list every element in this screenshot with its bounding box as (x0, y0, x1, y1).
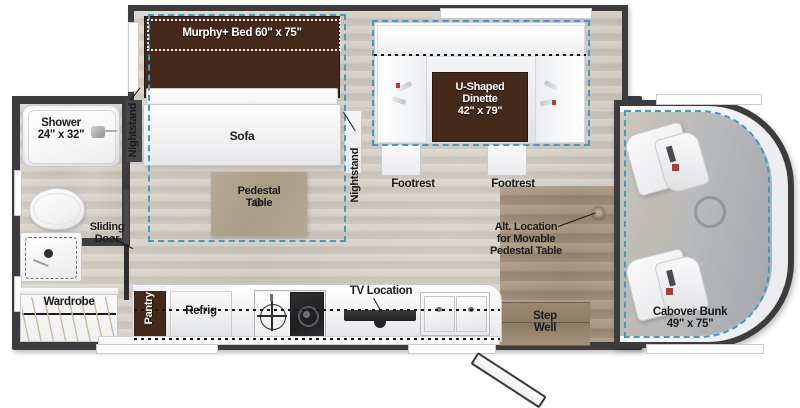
bathroom-exterior-door[interactable] (14, 170, 22, 216)
shower-label: Shower 24" x 32" (37, 117, 85, 142)
dinette-seat-right (535, 55, 585, 143)
cooktop-control-icon (270, 294, 273, 301)
dinette-table (432, 72, 528, 142)
refrigerator (170, 286, 232, 342)
sliding-door-panel[interactable] (124, 244, 129, 300)
step-well-floor (500, 302, 590, 346)
sink-basin-right (456, 296, 487, 332)
window-upper-right (440, 8, 592, 19)
sink-faucet-right-icon (468, 307, 474, 312)
tv-bracket (344, 310, 416, 321)
window-cab-top (656, 94, 762, 105)
burner-grate-icon (260, 304, 286, 330)
tv-location-label: TV Location (349, 285, 413, 297)
sink-faucet-icon (436, 307, 442, 312)
toilet-seat-line (33, 193, 81, 225)
murphy-bed (144, 16, 340, 98)
pantry-label: Pantry (143, 292, 155, 325)
window-upper-left (128, 22, 139, 92)
oven-dial-center-icon (303, 311, 310, 318)
shower-inner-basin (28, 110, 116, 164)
window-lower-left (96, 344, 218, 354)
steering-wheel-icon (694, 196, 726, 228)
footrest-left-label: Footrest (391, 178, 435, 190)
refrigerator-top-trim (170, 286, 232, 292)
wardrobe-label: Wardrobe (43, 296, 95, 308)
pedestal-table-mount-icon (253, 198, 262, 207)
cab-seat-front-buckle-icon (672, 164, 679, 171)
cab-seat-rear-buckle-icon (666, 288, 673, 295)
shower-faucet-icon (91, 126, 105, 138)
pantry-top-trim (134, 286, 166, 291)
tv-bracket-mount-icon (374, 319, 386, 328)
footrest-right (487, 144, 527, 176)
pedestal-table-label: Pedestal Table (237, 185, 281, 209)
footrest-right-label: Footrest (491, 178, 535, 190)
nightstand-left-label: Nightstand (127, 103, 139, 158)
sliding-door-track[interactable] (124, 190, 129, 280)
step-well-label: Step Well (533, 310, 557, 335)
nightstand-left (126, 100, 142, 162)
sliding-door-label: Sliding Door (89, 221, 125, 245)
dinette-seat-back (377, 25, 585, 57)
seatbelt-right-buckle-icon (552, 100, 556, 105)
vanity-sink-bowl (25, 237, 77, 279)
refrig-label: Refrig (185, 305, 217, 317)
alt-location-label: Alt. Location for Movable Pedestal Table (489, 221, 563, 257)
wardrobe-top-shelf (20, 288, 118, 295)
alt-pedestal-mount-icon (592, 206, 605, 219)
step-well-tread (500, 322, 590, 323)
nightstand-right-label: Nightstand (349, 148, 361, 203)
seatbelt-left-buckle-icon (396, 83, 400, 88)
sofa (143, 104, 341, 166)
murphy-bed-label: Murphy+ Bed 60" x 75" (182, 27, 302, 39)
burner-cross-v-icon (271, 301, 273, 331)
shower-rod-icon (103, 130, 117, 132)
footrest-left (381, 144, 421, 176)
cabover-bunk-label: Cabover Bunk 49" x 75" (652, 306, 728, 331)
vanity-faucet-icon (44, 249, 53, 258)
wardrobe-hangers (22, 297, 116, 341)
oven-dial-icon (298, 306, 319, 327)
entry-door-threshold[interactable] (408, 344, 496, 354)
sink-basin-left (424, 296, 455, 332)
sofa-label: Sofa (229, 129, 255, 143)
dinette-label: U-Shaped Dinette 42" x 79" (455, 81, 505, 117)
galley-kick-plate (98, 336, 500, 345)
window-cab-bottom (646, 344, 764, 354)
